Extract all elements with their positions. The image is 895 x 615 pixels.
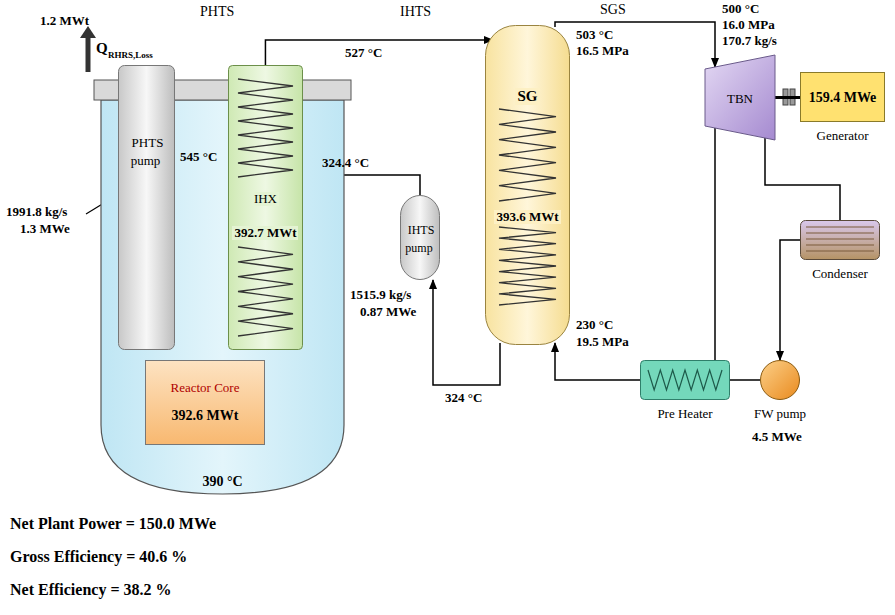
fw-pump-text: FW pump: [752, 407, 808, 421]
heat-loss-arrow: [86, 34, 91, 72]
steam-generator-text: 393.6 MWt: [494, 210, 560, 224]
text-row: 392.6 MWt: [145, 406, 265, 424]
steam-generator: SG 393.6 MWt: [485, 25, 570, 345]
condenser-shape: [800, 220, 880, 260]
shaft-line: [775, 96, 800, 99]
pre-heater-shape: [640, 360, 730, 400]
pipe-line: [780, 240, 800, 360]
text-row: Condenser: [730, 264, 895, 282]
value-label: Q: [96, 40, 108, 57]
text-row: 159.4 MWe: [800, 88, 885, 106]
phts-pump-text: PHTS pump: [130, 135, 164, 168]
condenser: Condenser: [800, 220, 880, 260]
ihx: IHX 392.7 MWt: [228, 65, 303, 350]
value-label: 503 °C: [576, 28, 613, 42]
turbine: TBN: [705, 55, 775, 140]
ihts-pump-text: IHTS pump: [405, 223, 434, 255]
phts-pump: PHTS pump: [118, 65, 175, 350]
pre-heater: Pre Heater: [640, 360, 730, 400]
text-row: 393.6 MWt: [485, 207, 570, 225]
value-label: 230 °C: [576, 318, 613, 332]
pipe-line: [714, 128, 716, 360]
value-label: 1.3 MWe: [20, 222, 70, 236]
text-row: IHTS pump: [400, 220, 440, 255]
value-label: 324.4 °C: [322, 156, 369, 170]
reactor-core-text: 392.6 MWt: [170, 408, 241, 423]
value-label: 1.2 MWt: [40, 14, 89, 28]
pipe-line: [765, 137, 840, 220]
text-row: Generator: [730, 126, 895, 144]
pre-heater-text: Pre Heater: [655, 407, 714, 421]
generator: 159.4 MWeGenerator: [800, 72, 885, 122]
value-label: 4.5 MWe: [752, 430, 802, 444]
text-row: 392.7 MWt: [228, 223, 303, 241]
value-label: 19.5 MPa: [576, 335, 629, 349]
text-row: FW pump: [690, 404, 870, 422]
text-row: SG: [485, 87, 570, 105]
steam-generator-text: SG: [515, 88, 539, 105]
value-label: Net Efficiency = 38.2 %: [10, 581, 172, 599]
value-label: 16.5 MPa: [576, 44, 629, 58]
value-label: 1515.9 kg/s: [350, 288, 411, 302]
value-label: RHRS,Loss: [108, 51, 153, 61]
value-label: SGS: [600, 2, 626, 17]
condenser-text: Condenser: [810, 267, 870, 281]
value-label: 0.87 MWe: [360, 305, 416, 319]
value-label: 545 °C: [180, 150, 217, 164]
ihts-pump-shape: [400, 195, 440, 280]
value-label: 1991.8 kg/s: [6, 205, 67, 219]
value-label: 170.7 kg/s: [722, 34, 777, 48]
value-label: Net Plant Power = 150.0 MWe: [10, 515, 216, 533]
phts-pump-shape: [118, 65, 175, 350]
value-label: 500 °C: [722, 2, 759, 16]
text-row: 390 °C: [100, 472, 345, 490]
value-label: 324 °C: [445, 391, 482, 405]
ihx-text: 392.7 MWt: [232, 226, 298, 240]
value-label: IHTS: [400, 4, 431, 19]
text-row: IHX: [228, 189, 303, 207]
value-label: Gross Efficiency = 40.6 %: [10, 548, 187, 566]
ihts-pump: IHTS pump: [400, 195, 440, 280]
text-row: TBN: [705, 89, 775, 107]
value-label: 16.0 MPa: [722, 18, 775, 32]
reactor-core-shape: [145, 360, 265, 445]
turbine-text: TBN: [725, 92, 755, 106]
value-label: PHTS: [200, 4, 234, 19]
steam-generator-shape: [485, 25, 570, 345]
fw-pump: FW pump: [760, 360, 800, 400]
text-row: Reactor Core: [145, 378, 265, 396]
reactor-core-text: Reactor Core: [169, 381, 242, 395]
reactor-vessel-text: 390 °C: [200, 474, 244, 489]
pipe-line: [555, 22, 715, 67]
fw-pump-shape: [760, 360, 800, 400]
ihx-shape: [228, 65, 303, 350]
generator-text: Generator: [815, 129, 871, 143]
value-label: 527 °C: [345, 46, 382, 60]
reactor-core: Reactor Core 392.6 MWt: [145, 360, 265, 445]
pipe-line: [730, 379, 760, 381]
reactor-vessel: 390 °C PHTS pumpIHX 392.7 MWtReactor Core 3…: [100, 80, 345, 495]
generator-text: 159.4 MWe: [807, 90, 879, 105]
ihx-text: IHX: [252, 192, 279, 206]
pipe-line: [265, 40, 493, 65]
text-row: PHTS pump: [118, 133, 175, 168]
